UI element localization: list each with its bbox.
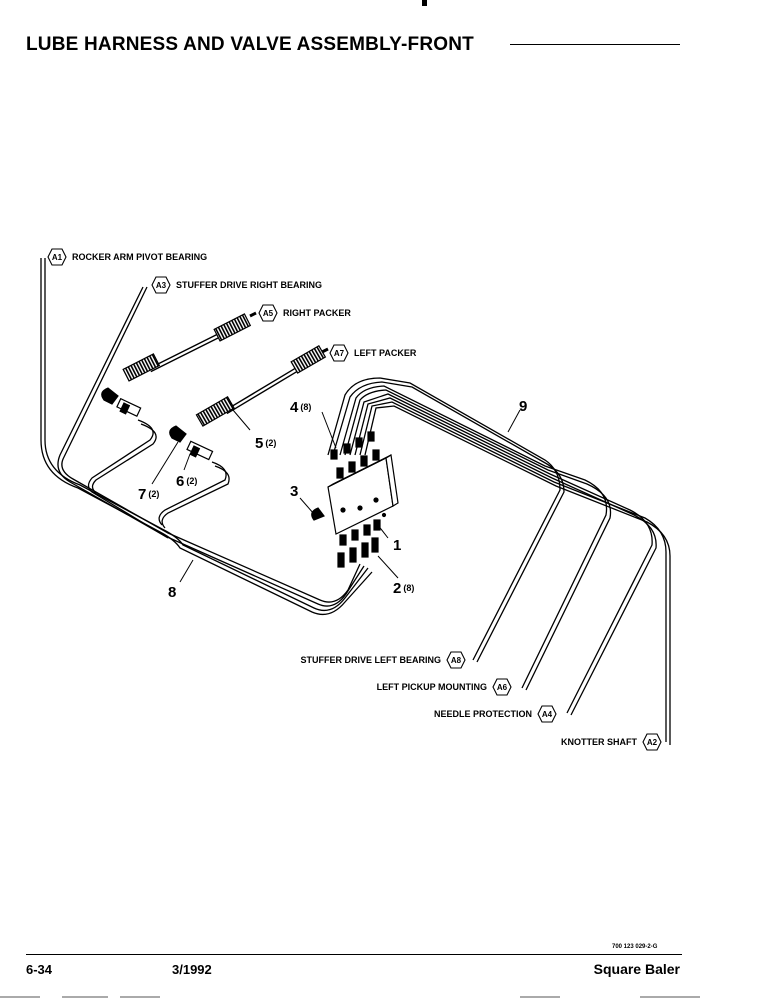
- page-number: 6-34: [26, 962, 53, 977]
- callout-hexagon-icon: [151, 276, 171, 294]
- callout-a3: A3 STUFFER DRIVE RIGHT BEARING: [151, 276, 322, 294]
- callout-a8: A8 STUFFER DRIVE LEFT BEARING: [300, 651, 466, 669]
- part-number-1: 1: [393, 537, 401, 554]
- callout-id: A3: [156, 281, 167, 290]
- part-number-2: 2(8): [393, 580, 414, 597]
- part-number-value: 9: [519, 398, 527, 415]
- callout-id: A4: [542, 710, 553, 719]
- callout-hexagon-icon: [642, 733, 662, 751]
- scan-noise-strip: [0, 996, 700, 998]
- part-number-value: 1: [393, 537, 401, 554]
- part-quantity: (2): [148, 489, 159, 499]
- callout-label: ROCKER ARM PIVOT BEARING: [72, 252, 207, 262]
- callout-id: A5: [263, 309, 274, 318]
- drawing-number: 700 123 029-2-G: [612, 944, 658, 950]
- part-number-6: 6(2): [176, 473, 197, 490]
- part-number-7: 7(2): [138, 486, 159, 503]
- valve-block: [327, 431, 399, 568]
- page-title: LUBE HARNESS AND VALVE ASSEMBLY-FRONT: [26, 34, 474, 55]
- callout-id: A8: [451, 656, 462, 665]
- callout-hexagon-icon: [537, 705, 557, 723]
- part-quantity: (2): [265, 438, 276, 448]
- callout-hexagon-icon: [446, 651, 466, 669]
- part-number-5: 5(2): [255, 435, 276, 452]
- part-number-8: 8: [168, 584, 176, 601]
- callout-label: NEEDLE PROTECTION: [434, 709, 532, 719]
- hose-bundle-right: [327, 377, 671, 745]
- title-rule: [510, 44, 680, 45]
- footer-rule: [26, 954, 682, 955]
- callout-a4: A4 NEEDLE PROTECTION: [434, 705, 557, 723]
- part-number-3: 3: [290, 483, 298, 500]
- callout-label: LEFT PACKER: [354, 348, 417, 358]
- part-quantity: (8): [300, 402, 311, 412]
- leader-lines: [151, 409, 521, 583]
- callout-id: A1: [52, 253, 63, 262]
- part-number-4: 4(8): [290, 399, 311, 416]
- part-number-9: 9: [519, 398, 527, 415]
- part-number-value: 2: [393, 580, 401, 597]
- callout-a5: A5 RIGHT PACKER: [258, 304, 351, 322]
- packer-line-right: [122, 311, 257, 382]
- hose-bundle-left: [40, 258, 373, 616]
- part-number-value: 7: [138, 486, 146, 503]
- part-number-value: 5: [255, 435, 263, 452]
- callout-a2: A2 KNOTTER SHAFT: [561, 733, 662, 751]
- callout-label: STUFFER DRIVE RIGHT BEARING: [176, 280, 322, 290]
- part-quantity: (2): [186, 476, 197, 486]
- product-name: Square Baler: [593, 961, 680, 977]
- callout-label: KNOTTER SHAFT: [561, 737, 637, 747]
- packer-line-left: [195, 344, 329, 427]
- part-number-group: 12(8)34(8)5(2)6(2)7(2)89: [138, 398, 527, 601]
- part-number-value: 8: [168, 584, 176, 601]
- callout-label: LEFT PICKUP MOUNTING: [377, 682, 487, 692]
- callout-hexagon-icon: [258, 304, 278, 322]
- callout-label: STUFFER DRIVE LEFT BEARING: [300, 655, 441, 665]
- callout-hexagon-icon: [492, 678, 512, 696]
- callout-hexagon-icon: [329, 344, 349, 362]
- callout-id: A2: [647, 738, 658, 747]
- callout-id: A6: [497, 683, 508, 692]
- part-number-value: 6: [176, 473, 184, 490]
- callout-a6: A6 LEFT PICKUP MOUNTING: [377, 678, 512, 696]
- callout-label: RIGHT PACKER: [283, 308, 351, 318]
- page-top-mark: [422, 0, 427, 6]
- revision-date: 3/1992: [172, 962, 212, 977]
- callout-a1: A1 ROCKER ARM PIVOT BEARING: [47, 248, 207, 266]
- fitting-group: [101, 387, 325, 521]
- part-quantity: (8): [403, 583, 414, 593]
- callout-a7: A7 LEFT PACKER: [329, 344, 417, 362]
- part-number-value: 3: [290, 483, 298, 500]
- part-number-value: 4: [290, 399, 299, 416]
- callout-hexagon-icon: [47, 248, 67, 266]
- callout-id: A7: [334, 349, 345, 358]
